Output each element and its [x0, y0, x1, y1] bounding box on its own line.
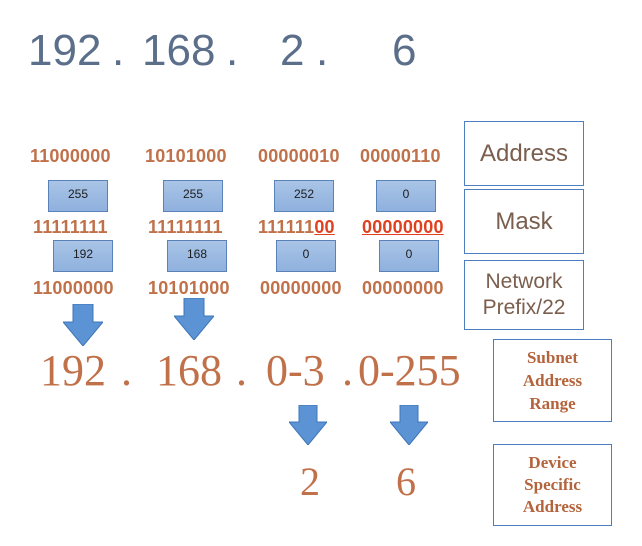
range-dot-1: .	[121, 346, 132, 395]
device-octet-4: 6	[396, 459, 416, 504]
top-octet-3: 2	[280, 26, 305, 75]
subnet-range-label-box: Subnet Address Range	[493, 339, 612, 422]
mask-label: Mask	[495, 207, 553, 235]
address-binary-3: 00000010	[258, 146, 340, 166]
mask-binary-3-zeros: 00	[314, 217, 335, 237]
device-label-line2: Specific	[524, 475, 581, 494]
top-ip-address: 192 . 168 . 2 . 6	[0, 18, 642, 88]
network-prefix-label-box: Network Prefix/22	[464, 260, 584, 330]
address-binary-2: 10101000	[145, 146, 227, 166]
mask-binary-2: 11111111	[148, 217, 223, 237]
prefix-binary-3: 00000000	[260, 278, 342, 298]
mask-binary-4: 00000000	[362, 217, 444, 237]
top-octet-2: 168	[142, 26, 216, 75]
address-label: Address	[479, 139, 569, 167]
network-prefix-label-line2: Prefix/22	[482, 296, 566, 319]
range-part-4: 0-255	[358, 346, 461, 395]
prefix-binary-2: 10101000	[148, 278, 230, 298]
mask-binary-3-ones: 111111	[258, 217, 315, 237]
mask-decimal-box-3: 252	[274, 180, 334, 212]
prefix-decimal-box-2: 168	[167, 240, 227, 272]
prefix-decimal-box-4: 0	[379, 240, 439, 272]
prefix-binary-1: 11000000	[33, 278, 114, 298]
mask-binary-1: 11111111	[33, 217, 108, 237]
top-octet-4: 6	[392, 26, 417, 75]
prefix-decimal-box-1: 192	[53, 240, 113, 272]
top-octet-1: 192	[28, 26, 102, 75]
range-part-1: 192	[40, 346, 106, 395]
device-address-label-box: Device Specific Address	[493, 444, 612, 526]
subnet-label-line3: Range	[529, 394, 576, 413]
range-dot-3: .	[342, 346, 353, 395]
mask-decimal-box-4: 0	[376, 180, 436, 212]
subnet-label-line2: Address	[522, 371, 583, 390]
network-prefix-label-line1: Network	[485, 270, 563, 293]
device-label-line3: Address	[522, 497, 583, 516]
down-arrow-icon-4	[390, 405, 428, 445]
top-dot-3: .	[316, 26, 329, 75]
prefix-binary-4: 00000000	[362, 278, 444, 298]
down-arrow-icon-3	[289, 405, 327, 445]
address-label-box: Address	[464, 121, 584, 186]
address-binary-4: 00000110	[360, 146, 441, 166]
mask-label-box: Mask	[464, 189, 584, 254]
range-part-2: 168	[156, 346, 222, 395]
down-arrow-icon-1	[63, 304, 103, 346]
mask-binary-3: 11111100	[258, 217, 335, 238]
prefix-decimal-box-3: 0	[276, 240, 336, 272]
top-dot-1: .	[112, 26, 125, 75]
mask-decimal-box-2: 255	[163, 180, 223, 212]
range-dot-2: .	[236, 346, 247, 395]
down-arrow-icon-2	[174, 298, 214, 340]
device-label-line1: Device	[528, 453, 577, 472]
subnet-label-line1: Subnet	[526, 348, 578, 367]
device-octet-3: 2	[300, 459, 320, 504]
mask-decimal-box-1: 255	[48, 180, 108, 212]
range-part-3: 0-3	[266, 346, 325, 395]
top-dot-2: .	[226, 26, 239, 75]
address-binary-1: 11000000	[30, 146, 111, 166]
